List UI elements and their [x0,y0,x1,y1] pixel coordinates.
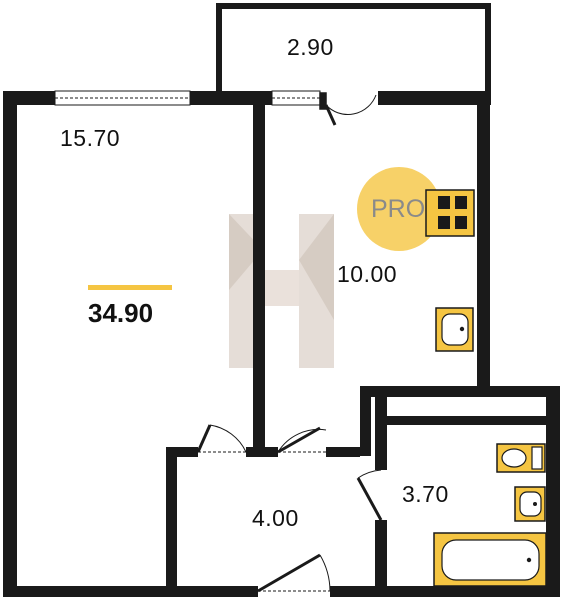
walls [3,3,560,597]
washbasin-icon [514,486,546,522]
toilet-icon [496,443,546,473]
total-accent-bar [88,285,172,290]
kitchen-sink-icon [435,307,474,352]
stove-icon [425,189,475,237]
bathroom-area: 3.70 [402,481,449,507]
hallway-area: 4.00 [252,505,299,531]
kitchen-area: 10.00 [337,261,398,287]
doors [196,92,383,593]
living-room-area: 15.70 [60,125,121,151]
pro-badge-text: PRO [371,195,426,223]
windows [54,90,321,106]
balcony-area: 2.90 [287,34,334,60]
total-area: 34.90 [88,298,154,328]
bathtub-icon [433,532,547,587]
pro-badge-circle [357,167,441,251]
watermark-logo [229,214,334,368]
